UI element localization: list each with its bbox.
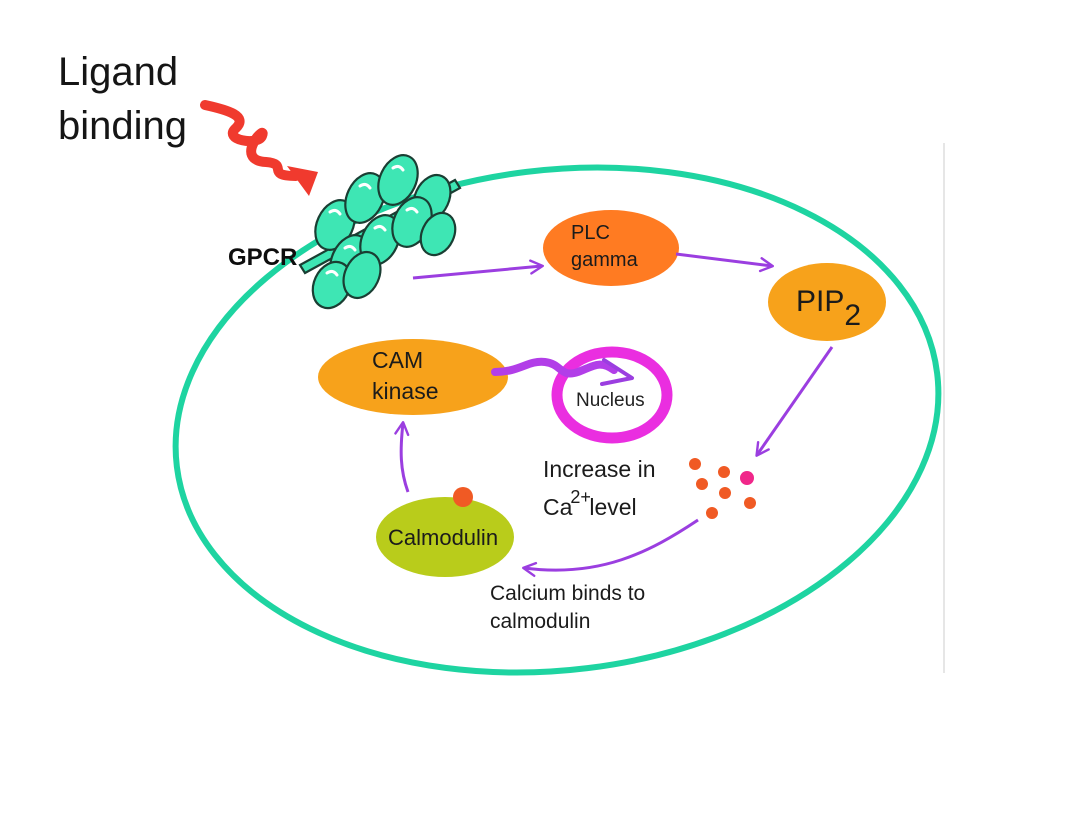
title-line-2: binding [58, 104, 188, 148]
plc-gamma-label: PLC gamma [571, 220, 638, 274]
bound-calcium-ion [453, 487, 473, 507]
pip2-subscript: 2 [844, 299, 862, 332]
gpcr-to-plc-arrow [412, 259, 544, 280]
calcium-binding-line1: Calcium binds to [490, 582, 646, 605]
ligand-arrow [200, 100, 318, 196]
pip2-to-calcium-arrow [755, 346, 834, 457]
calcium-increase-annotation: Increase in Ca2+ level [543, 454, 656, 523]
plc-gamma-node [543, 210, 679, 286]
calcium-ions [689, 458, 756, 519]
plc-gamma-line1: PLC [571, 222, 610, 244]
calmodulin-label: Calmodulin [388, 525, 499, 550]
calcium-binding-line2: calmodulin [490, 610, 591, 634]
pip2-label: PIP2 [796, 282, 861, 337]
title-line-1: Ligand [58, 50, 179, 94]
calmodulin-node [376, 497, 514, 577]
cam-kinase-to-nucleus-arrow [491, 357, 634, 386]
pip2-node [768, 263, 886, 341]
cam-kinase-node [318, 339, 508, 415]
calcium-increase-line1: Increase in [543, 456, 656, 482]
gpcr-label: GPCR [228, 244, 298, 271]
pip2-base: PIP [796, 285, 845, 318]
plc-gamma-line2: gamma [571, 249, 638, 271]
image-edge-divider [943, 143, 945, 673]
calcium-to-calmodulin-arrow [522, 518, 699, 578]
calmodulin-to-cam-kinase-arrow [394, 421, 410, 493]
calcium-charge: 2+ [570, 487, 591, 508]
nucleus-label: Nucleus [576, 390, 645, 411]
calcium-increase-line2: Ca2+ level [543, 485, 656, 523]
calcium-binding-annotation: Calcium binds to calmodulin [490, 580, 645, 637]
plc-to-pip2-arrow [675, 252, 774, 273]
calcium-ion-symbol: Ca [543, 494, 573, 521]
cell-membrane [172, 164, 942, 676]
cam-kinase-line1: CAM [372, 347, 424, 373]
cam-kinase-line2: kinase [372, 378, 439, 405]
calcium-level-text: level [589, 494, 637, 521]
gpcr-receptor [298, 154, 462, 310]
cam-kinase-label: CAM kinase [372, 345, 438, 407]
